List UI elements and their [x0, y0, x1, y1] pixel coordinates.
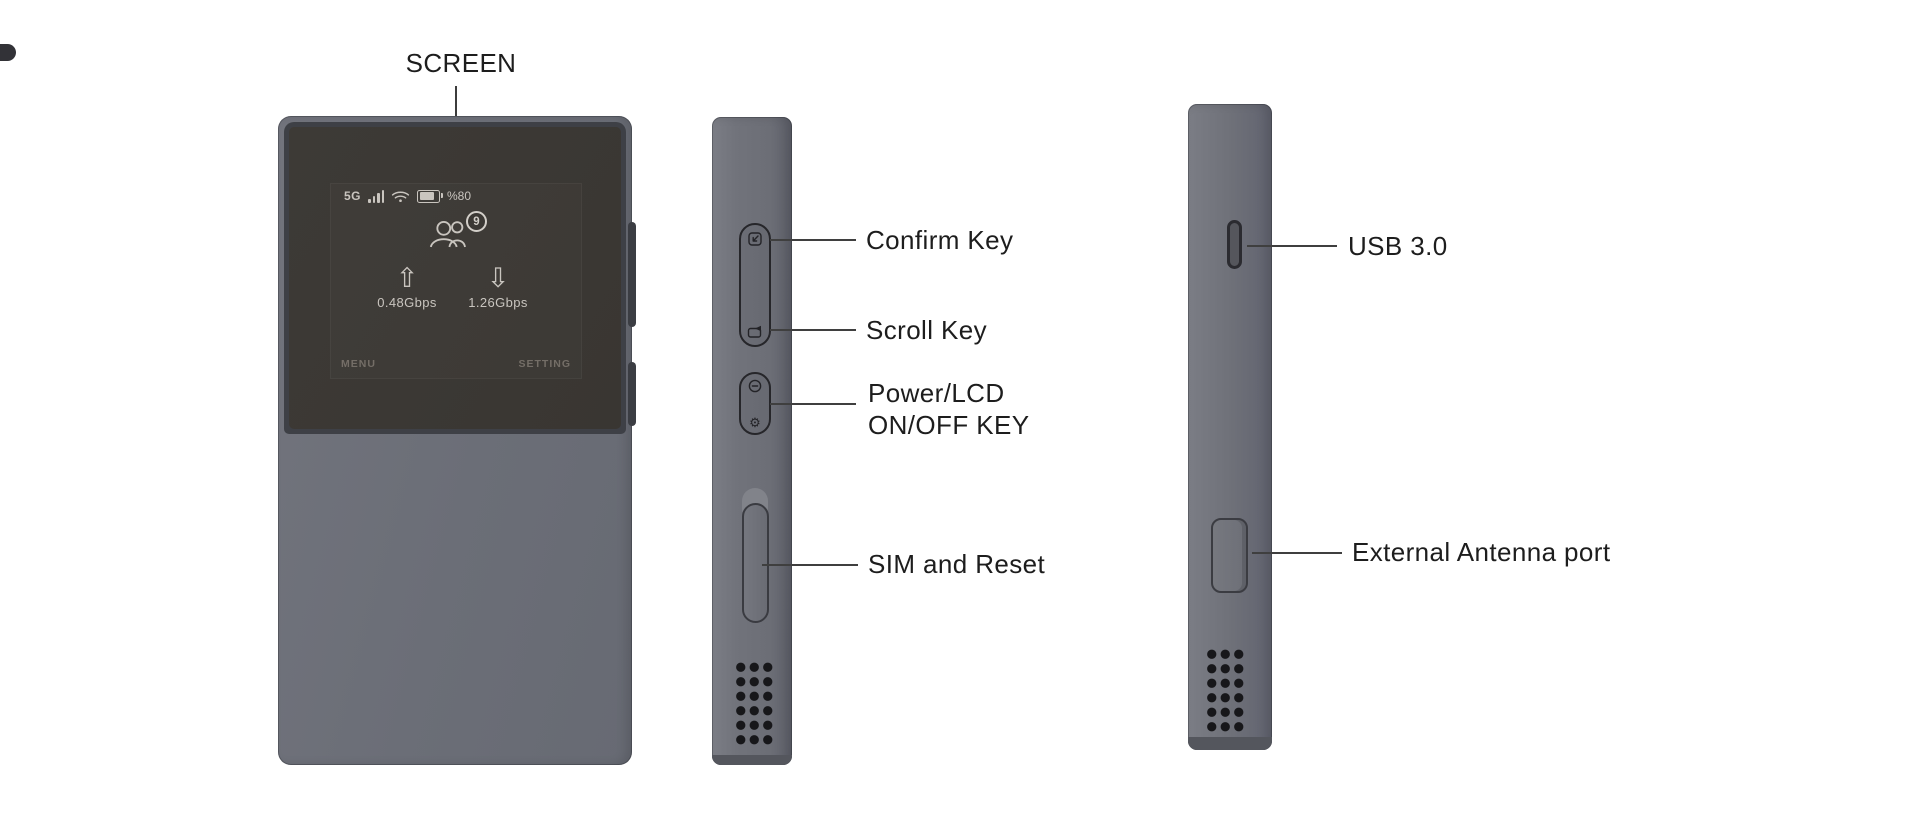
upload-arrow-icon: ⇧ — [395, 263, 419, 293]
device-front-view: 5G %80 — [278, 116, 636, 765]
screen-callout-label: SCREEN — [405, 48, 517, 78]
users-count-badge: 9 — [466, 211, 487, 232]
scroll-key-icon — [747, 325, 762, 338]
confirm-key-leader-line — [770, 239, 856, 241]
device-side-view-buttons: ⚙ — [712, 117, 792, 765]
wifi-icon — [391, 191, 410, 202]
confirm-key-icon — [748, 232, 762, 246]
users-icon — [429, 221, 466, 248]
antenna-port-flap — [1211, 518, 1248, 593]
usb-label: USB 3.0 — [1348, 231, 1448, 261]
antenna-label: External Antenna port — [1352, 537, 1611, 567]
setting-softkey-label: SETTING — [518, 358, 571, 370]
screen-leader-line-upper — [455, 86, 457, 123]
download-speed-value: 1.26Gbps — [468, 295, 528, 310]
network-type-label: 5G — [344, 189, 362, 203]
screen-softkeys: MENU SETTING — [341, 358, 571, 370]
speaker-vents — [1205, 647, 1246, 734]
power-key-label: Power/LCD ON/OFF KEY — [868, 377, 1029, 441]
signal-strength-icon — [368, 190, 385, 203]
rocker-key — [739, 223, 771, 347]
connected-users-block: 9 — [331, 211, 581, 253]
power-lcd-key: ⚙ — [739, 372, 771, 435]
power-key-leader-line — [770, 403, 856, 405]
download-arrow-icon: ⇩ — [486, 263, 510, 293]
power-key-label-line1: Power/LCD — [868, 378, 1005, 408]
upload-speed-value: 0.48Gbps — [377, 295, 437, 310]
antenna-leader-line — [1252, 552, 1342, 554]
side-rocker-edge — [628, 222, 636, 327]
device-side-view-ports — [1188, 104, 1272, 750]
gear-icon: ⚙ — [749, 415, 761, 430]
sim-reset-leader-line — [762, 564, 858, 566]
battery-percent-label: %80 — [447, 189, 472, 203]
usb-leader-line — [1247, 245, 1337, 247]
corner-artifact — [0, 44, 16, 61]
screen-status-bar: 5G %80 — [344, 189, 471, 203]
scroll-key-label: Scroll Key — [866, 315, 988, 345]
screen-bezel: 5G %80 — [284, 122, 626, 434]
side-power-edge — [628, 362, 636, 426]
sim-slot-cover — [742, 503, 769, 623]
device-bottom-edge — [712, 755, 792, 765]
speaker-vents — [734, 660, 775, 747]
confirm-key-label: Confirm Key — [866, 225, 1014, 255]
scroll-key-leader-line — [770, 329, 856, 331]
sim-reset-label: SIM and Reset — [868, 549, 1046, 579]
battery-icon — [417, 189, 444, 203]
usb-c-port — [1227, 220, 1242, 269]
device-screen: 5G %80 — [289, 127, 621, 429]
device-bottom-edge — [1188, 737, 1272, 750]
screen-display-area: 5G %80 — [330, 183, 582, 379]
menu-softkey-label: MENU — [341, 358, 376, 370]
power-icon — [748, 379, 762, 393]
power-key-label-line2: ON/OFF KEY — [868, 410, 1030, 440]
speed-readouts: ⇧ 0.48Gbps ⇩ 1.26Gbps — [331, 264, 581, 334]
